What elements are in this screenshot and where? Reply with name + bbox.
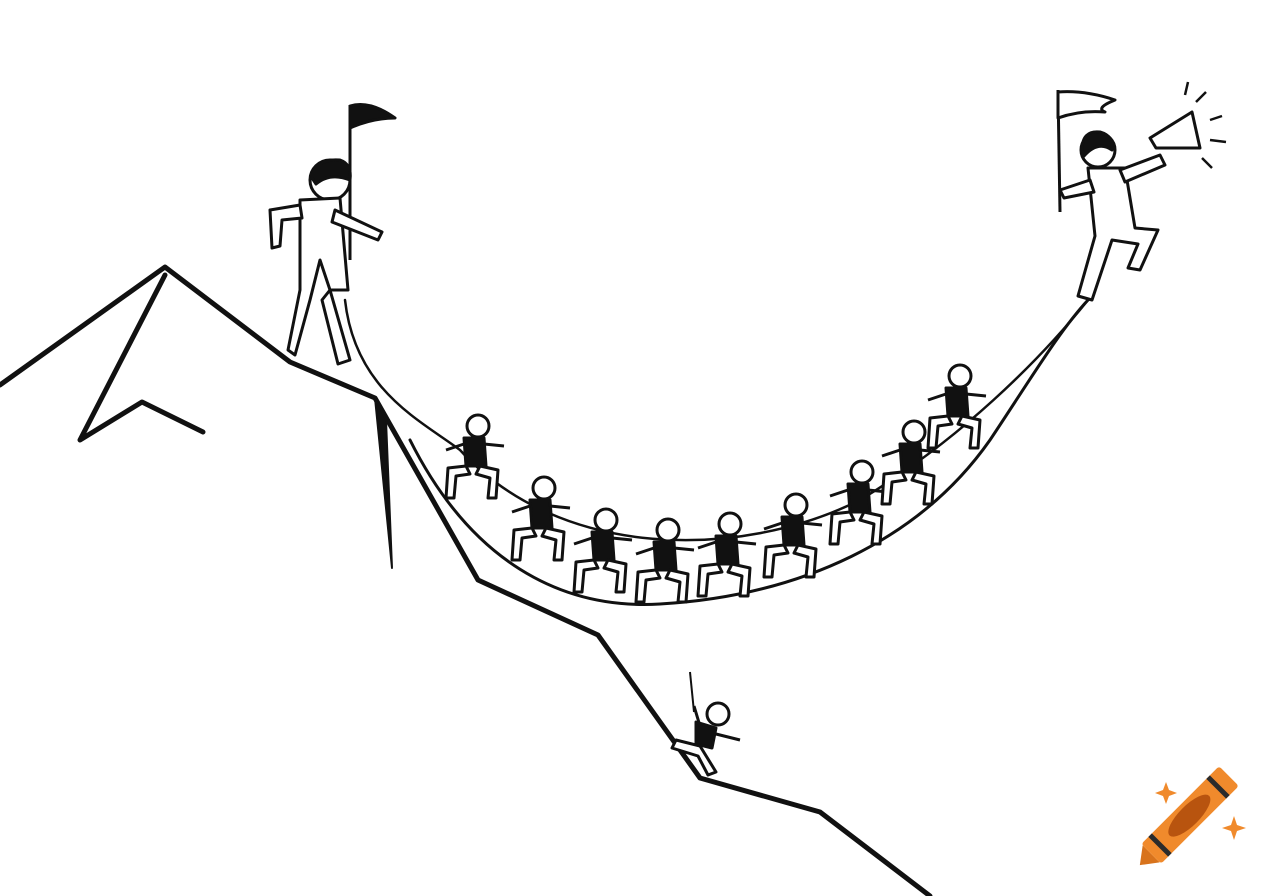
mountain-inner-peak (77, 272, 206, 443)
sparkle-icon (1222, 816, 1246, 840)
megaphone-icon (1148, 110, 1202, 150)
crevasse (374, 397, 393, 569)
flag-icon (348, 103, 397, 130)
flag-icon (1056, 90, 1117, 120)
team-member (634, 517, 695, 604)
lone-climber (670, 671, 741, 777)
bridge-top-rope (343, 298, 1090, 542)
team-members (444, 363, 987, 604)
team-member (762, 492, 823, 579)
leader-right (1056, 81, 1227, 302)
mountain-ridge (0, 264, 933, 896)
team-member (696, 511, 757, 598)
team-member (510, 475, 571, 562)
team-member (444, 413, 505, 500)
leader-left (268, 103, 397, 366)
sparkle-icon (1155, 782, 1177, 804)
team-member (572, 507, 633, 594)
crayon-icon (1139, 767, 1238, 866)
team-member (880, 419, 941, 506)
team-member (926, 363, 987, 450)
team-member (828, 459, 889, 546)
